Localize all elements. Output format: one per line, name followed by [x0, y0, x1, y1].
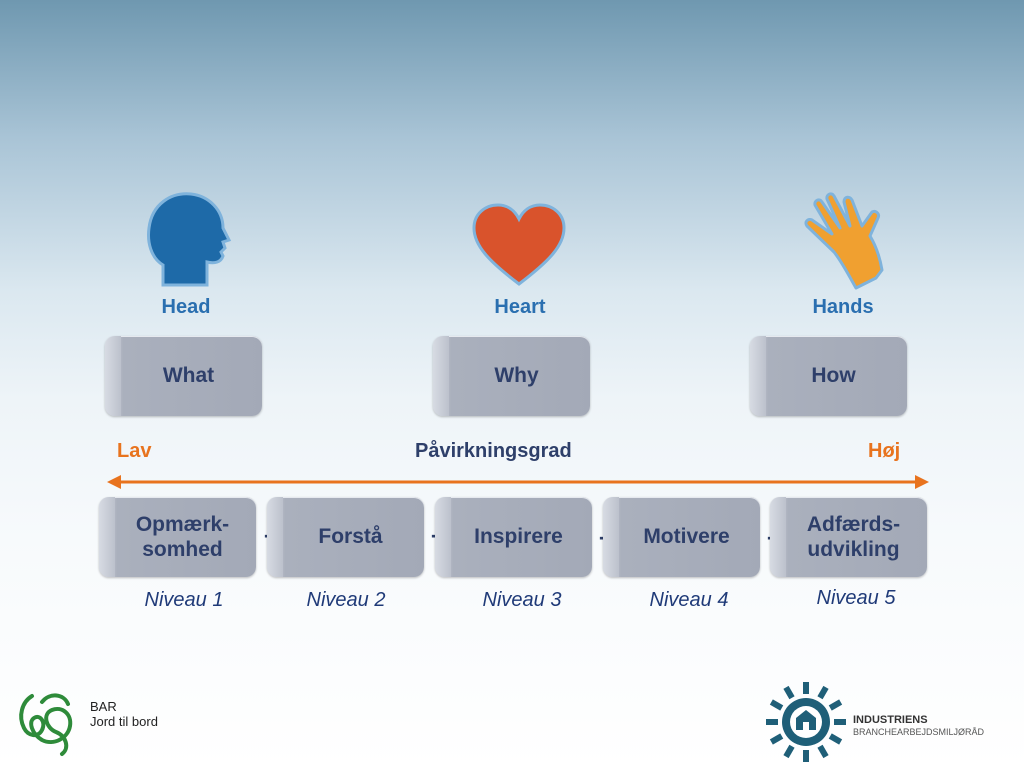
step-box-2: Forstå	[267, 497, 424, 577]
step-label-3: Inspirere	[474, 525, 563, 549]
head-profile-icon	[147, 192, 232, 287]
industriens-logo-text: INDUSTRIENS BRANCHEARBEJDSMILJØRÅD	[853, 714, 984, 737]
heart-label: Heart	[494, 296, 546, 318]
step-box-1: Opmærk- somhed	[99, 497, 256, 577]
step-label-2: Forstå	[318, 525, 383, 549]
level-label-3: Niveau 3	[482, 589, 562, 611]
industriens-logo-line1: INDUSTRIENS	[853, 714, 928, 726]
step-label-4: Motivere	[643, 525, 730, 549]
bar-logo-icon	[19, 693, 73, 756]
scale-double-arrow	[107, 475, 929, 489]
how-label: How	[811, 364, 856, 388]
step-box-4: Motivere	[603, 497, 760, 577]
what-label: What	[162, 364, 215, 388]
industriens-logo-line2: BRANCHEARBEJDSMILJØRÅD	[853, 726, 985, 737]
what-box: What	[105, 336, 262, 416]
level-label-1: Niveau 1	[144, 589, 224, 611]
why-label: Why	[494, 364, 539, 388]
separator-dash-2: -	[431, 522, 438, 548]
separator-dash-3: -	[599, 524, 606, 550]
scale-high-label: Høj	[868, 440, 901, 462]
level-label-4: Niveau 4	[649, 589, 729, 611]
step-label-5: Adfærds- udvikling	[806, 512, 901, 561]
step-box-5: Adfærds- udvikling	[770, 497, 927, 577]
bar-logo-text: BAR Jord til bord	[90, 699, 158, 730]
bar-logo-line1: BAR	[90, 699, 117, 714]
level-label-5: Niveau 5	[816, 587, 896, 609]
scale-low-label: Lav	[117, 440, 152, 462]
scale-title: Påvirkningsgrad	[415, 440, 572, 462]
step-box-3: Inspirere	[435, 497, 592, 577]
hands-label: Hands	[812, 296, 874, 318]
head-label: Head	[161, 296, 211, 318]
industriens-logo-icon	[766, 682, 846, 762]
hand-icon	[804, 192, 884, 290]
level-label-2: Niveau 2	[306, 589, 386, 611]
why-box: Why	[433, 336, 590, 416]
how-box: How	[750, 336, 907, 416]
bar-logo-line2: Jord til bord	[90, 713, 158, 729]
step-label-1: Opmærk- somhed	[135, 512, 230, 561]
heart-icon	[472, 203, 566, 286]
